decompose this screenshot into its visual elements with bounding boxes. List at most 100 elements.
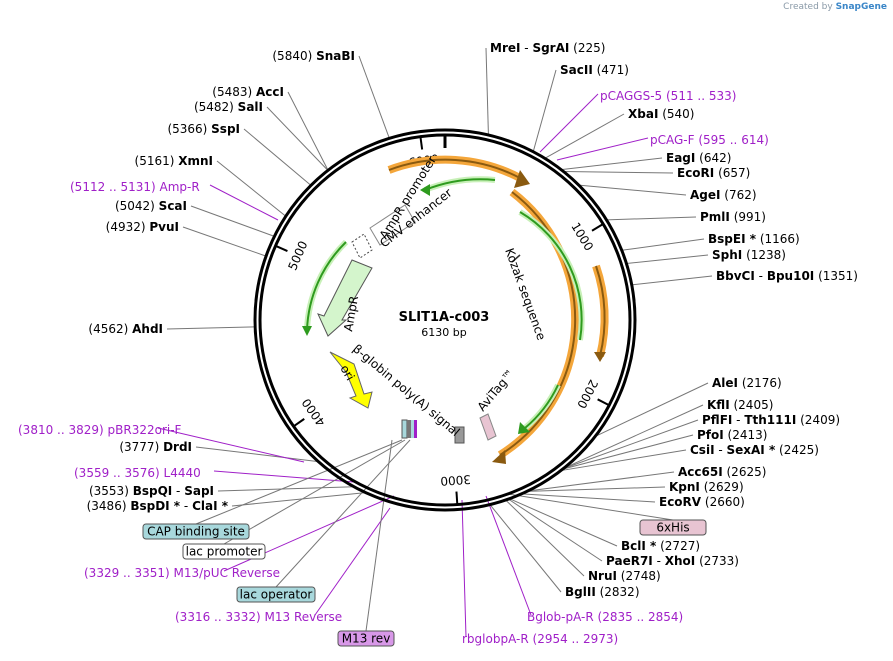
orf-outer [387,155,609,464]
leader-kfli [563,404,704,469]
site-label-pmli: PmlI (991) [700,210,766,224]
site-name-2: Tth111I [744,413,796,427]
site-position: (2629) [700,480,744,494]
site-label-ahdi: (4562) AhdI [88,322,163,336]
primer-label-pbr322orif: (3810 .. 3829) pBR322ori-F [18,423,182,437]
feature-box-6xhis [639,519,707,536]
primer-label-m13pucreverse: (3329 .. 3351) M13/pUC Reverse [84,566,280,580]
primer-name: Amp-R [160,180,200,194]
site-name: PfoI [697,428,724,442]
site-position: (3486) [87,499,131,513]
avitag-label: AviTag™ [475,366,518,414]
primer-label-bglobpar: Bglob-pA-R (2835 .. 2854) [527,610,683,624]
site-label-bcli: BclI * (2727) [621,539,700,553]
site-position: (2425) [775,443,819,457]
site-name: PflFI [702,413,732,427]
site-position: (2409) [796,413,840,427]
primer-range: (3810 .. 3829) [18,423,108,437]
lac-operator-marker [411,420,414,438]
leader-acc65i [527,471,675,492]
site-name: BspEI * [708,232,757,246]
kozak-label: Kozak sequence [502,246,548,342]
tick-label-2000: 2000 [574,377,601,411]
orf-arrow-head-3 [594,352,606,362]
site-label-drdi: (3777) DrdI [119,440,192,454]
site-label-sali: (5482) SalI [194,100,263,114]
avitag-feature [479,413,497,441]
site-name: KflI [707,398,730,412]
site-name: BglII [565,585,596,599]
site-position: (2413) [724,428,768,442]
feature-box-label-6xhis: 6xHis [656,521,689,535]
leader-kpni [527,486,666,492]
primer-label-pcaggs5: pCAGGS-5 (511 .. 533) [600,89,736,103]
primer-range: (3316 .. 3332) [175,610,265,624]
site-position: (2727) [656,539,700,553]
tick-5000 [275,244,288,252]
primer-name: pCAG-F [650,133,698,147]
cmv-enhancer-feature [369,204,416,246]
site-position: (471) [593,63,629,77]
primer-leader-m13reverse [314,507,391,616]
leader-sphi [626,254,709,265]
feature-box-label-m13rev: M13 rev [342,632,391,646]
plasmid-length: 6130 bp [421,326,466,339]
feature-box-label-lacoperator: lac operator [240,588,313,602]
leader-ecori [563,170,674,174]
m13-rev-marker [414,420,417,438]
leader-ahdi [166,326,256,330]
feature-box-lacoperator [236,586,316,603]
site-position: (5483) [212,85,256,99]
site-position: (1351) [814,269,858,283]
site-label-sacii: SacII (471) [560,63,629,77]
kozak-marker [511,254,521,263]
leader-csii [560,449,687,472]
ampr-feature [317,259,373,337]
site-label-ecori: EcoRI (657) [677,166,750,180]
site-label-ecorv: EcoRV (2660) [659,495,745,509]
tick-label-5000: 5000 [285,239,310,273]
tick-1000 [591,223,604,232]
site-position: (2625) [723,465,767,479]
leader-sacii [532,69,557,152]
site-name: SalI [238,100,263,114]
site-name: PvuI [149,220,179,234]
primer-name: pBR322ori-F [108,423,182,437]
leader-pmli [606,216,697,221]
orf-inner [302,176,585,434]
leader-snabi [358,55,390,139]
site-label-alei: AleI (2176) [712,376,782,390]
primer-range: (511 .. 533) [666,89,736,103]
leader-agei [578,184,687,196]
leader-scai [190,205,275,237]
feature-box-label-lacpromoter: lac promoter [186,545,263,559]
site-label-paer7i: PaeR7I - XhoI (2733) [606,554,739,568]
box-leader-6xhis [507,493,674,521]
site-name: SacII [560,63,593,77]
box-leader-lacpromoter [223,439,406,545]
site-position: (642) [695,151,731,165]
green-arc-lower-line [524,384,559,429]
site-name: EcoRI [677,166,714,180]
primer-name: rbglobpA-R [462,632,533,646]
site-position: (2733) [695,554,739,568]
site-name: BspQI [133,484,173,498]
site-label-agei: AgeI (762) [690,188,757,202]
site-label-snabi: (5840) SnaBI [272,49,355,63]
site-sep: - [653,554,665,568]
site-position: (762) [720,188,756,202]
primer-name: M13 Reverse [265,610,343,624]
site-name: CsiI [690,443,715,457]
site-position: (4562) [88,322,132,336]
tick-label-3000: 3000 [440,472,471,488]
ampr-label: AmpR [341,295,361,333]
leader-pfoi [562,434,694,470]
leader-alei [594,382,709,437]
site-label-pflfi: PflFI - Tth111I (2409) [702,413,840,427]
leader-acci [287,91,329,171]
site-label-sspi: (5366) SspI [167,122,240,136]
site-sep: - [172,484,184,498]
site-name: PmlI [700,210,730,224]
leader-bspdi [231,492,366,507]
leader-bglii [489,504,562,593]
